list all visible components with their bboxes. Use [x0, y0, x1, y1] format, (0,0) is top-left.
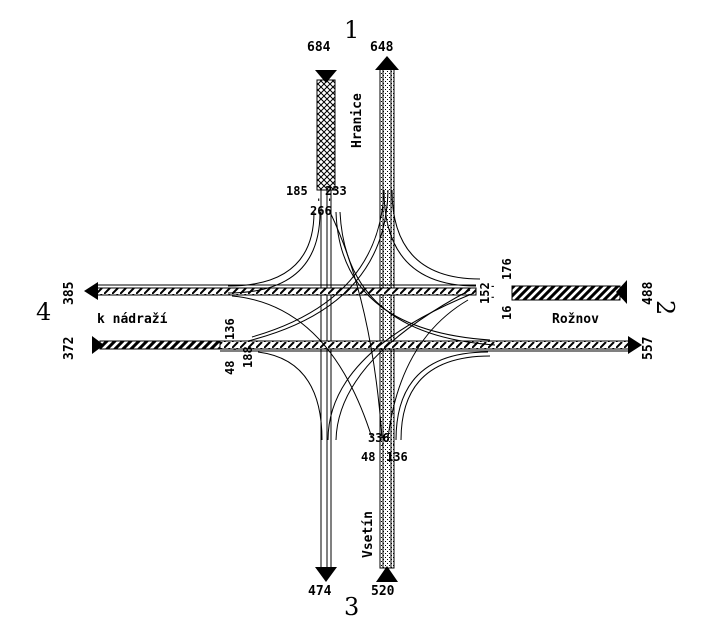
n-to-east-curve: [335, 211, 491, 341]
east-out-volume: 557: [641, 337, 656, 360]
east-arm: [219, 280, 642, 354]
west-out-volume: 385: [62, 282, 77, 305]
north-through-volume: 266: [310, 204, 332, 218]
west-in-volume: 372: [62, 337, 77, 360]
s-to-east-curve: [395, 351, 489, 441]
west-left-volume: 48: [223, 361, 237, 375]
east-inbound-arrow-icon: [616, 280, 627, 304]
south-inbound-arrow-icon: [376, 566, 398, 582]
east-in-volume: 488: [641, 281, 656, 305]
ne-turn-curve-2: [391, 189, 481, 280]
w-to-north-curve-2: [247, 189, 389, 342]
north-inbound-band: [316, 79, 336, 191]
east-outbound-band: [219, 340, 631, 350]
south-left-volume: 336: [368, 431, 390, 445]
east-right-volume: 16: [500, 306, 514, 320]
e-to-west-curve: [231, 295, 373, 439]
n-to-south-right-curve: [329, 211, 383, 439]
turning-movements: [227, 189, 496, 441]
north-right-volume: 233: [325, 184, 347, 198]
s-to-west-curve: [335, 289, 471, 441]
north-inbound-arrow-icon: [315, 70, 337, 83]
west-right-volume: 188: [241, 346, 255, 368]
east-inbound-band: [511, 285, 621, 301]
south-outbound-arrow-icon: [315, 567, 337, 582]
nw-turn-curve: [227, 211, 315, 287]
south-in-volume: 520: [371, 584, 395, 599]
west-inbound-arrow-icon: [92, 336, 104, 354]
south-arm: [315, 190, 398, 582]
north-outbound-arrow-icon: [375, 56, 399, 70]
arm-1-label: 1: [344, 16, 359, 44]
south-out-volume: 474: [308, 584, 332, 599]
arm-4-label: 4: [36, 298, 51, 326]
e-to-south-curve: [387, 299, 469, 439]
north-in-volume: 684: [307, 40, 331, 55]
arm-3-label: 3: [344, 593, 359, 621]
street-west: k nádraží: [97, 312, 168, 327]
east-through-volume: 152: [478, 282, 492, 304]
west-outbound-arrow-icon: [84, 282, 98, 300]
east-left-volume: 176: [500, 258, 514, 280]
ne-turn-curve: [383, 189, 477, 287]
east-pair-mark: ' ': [491, 284, 501, 300]
south-pair-mark: ' ': [380, 443, 396, 453]
street-north: Hranice: [350, 93, 365, 148]
w-to-north-curve: [251, 189, 385, 338]
west-pair-mark: ': [233, 347, 243, 352]
west-outbound-band: [95, 287, 477, 296]
w-to-south-curve: [257, 351, 323, 441]
south-right-volume: 136: [386, 450, 408, 464]
s-to-west-curve-2: [327, 292, 475, 441]
north-pair-mark: ' ': [316, 198, 332, 208]
arm-2-label: 2: [651, 300, 679, 315]
west-arm: [84, 282, 477, 354]
north-outbound-band: [379, 67, 395, 569]
street-east: Rožnov: [552, 312, 599, 327]
n-to-east-curve-2: [339, 211, 496, 346]
north-out-volume: 648: [370, 40, 394, 55]
s-to-east-curve-2: [400, 355, 491, 441]
south-through-volume: 48: [361, 450, 375, 464]
nw-turn-curve-2: [227, 211, 321, 294]
west-through-volume: 136: [223, 318, 237, 340]
north-left-volume: 185: [286, 184, 308, 198]
east-outbound-arrow-icon: [628, 336, 642, 354]
west-inbound-band: [99, 340, 221, 350]
street-south: Vsetín: [361, 511, 376, 558]
